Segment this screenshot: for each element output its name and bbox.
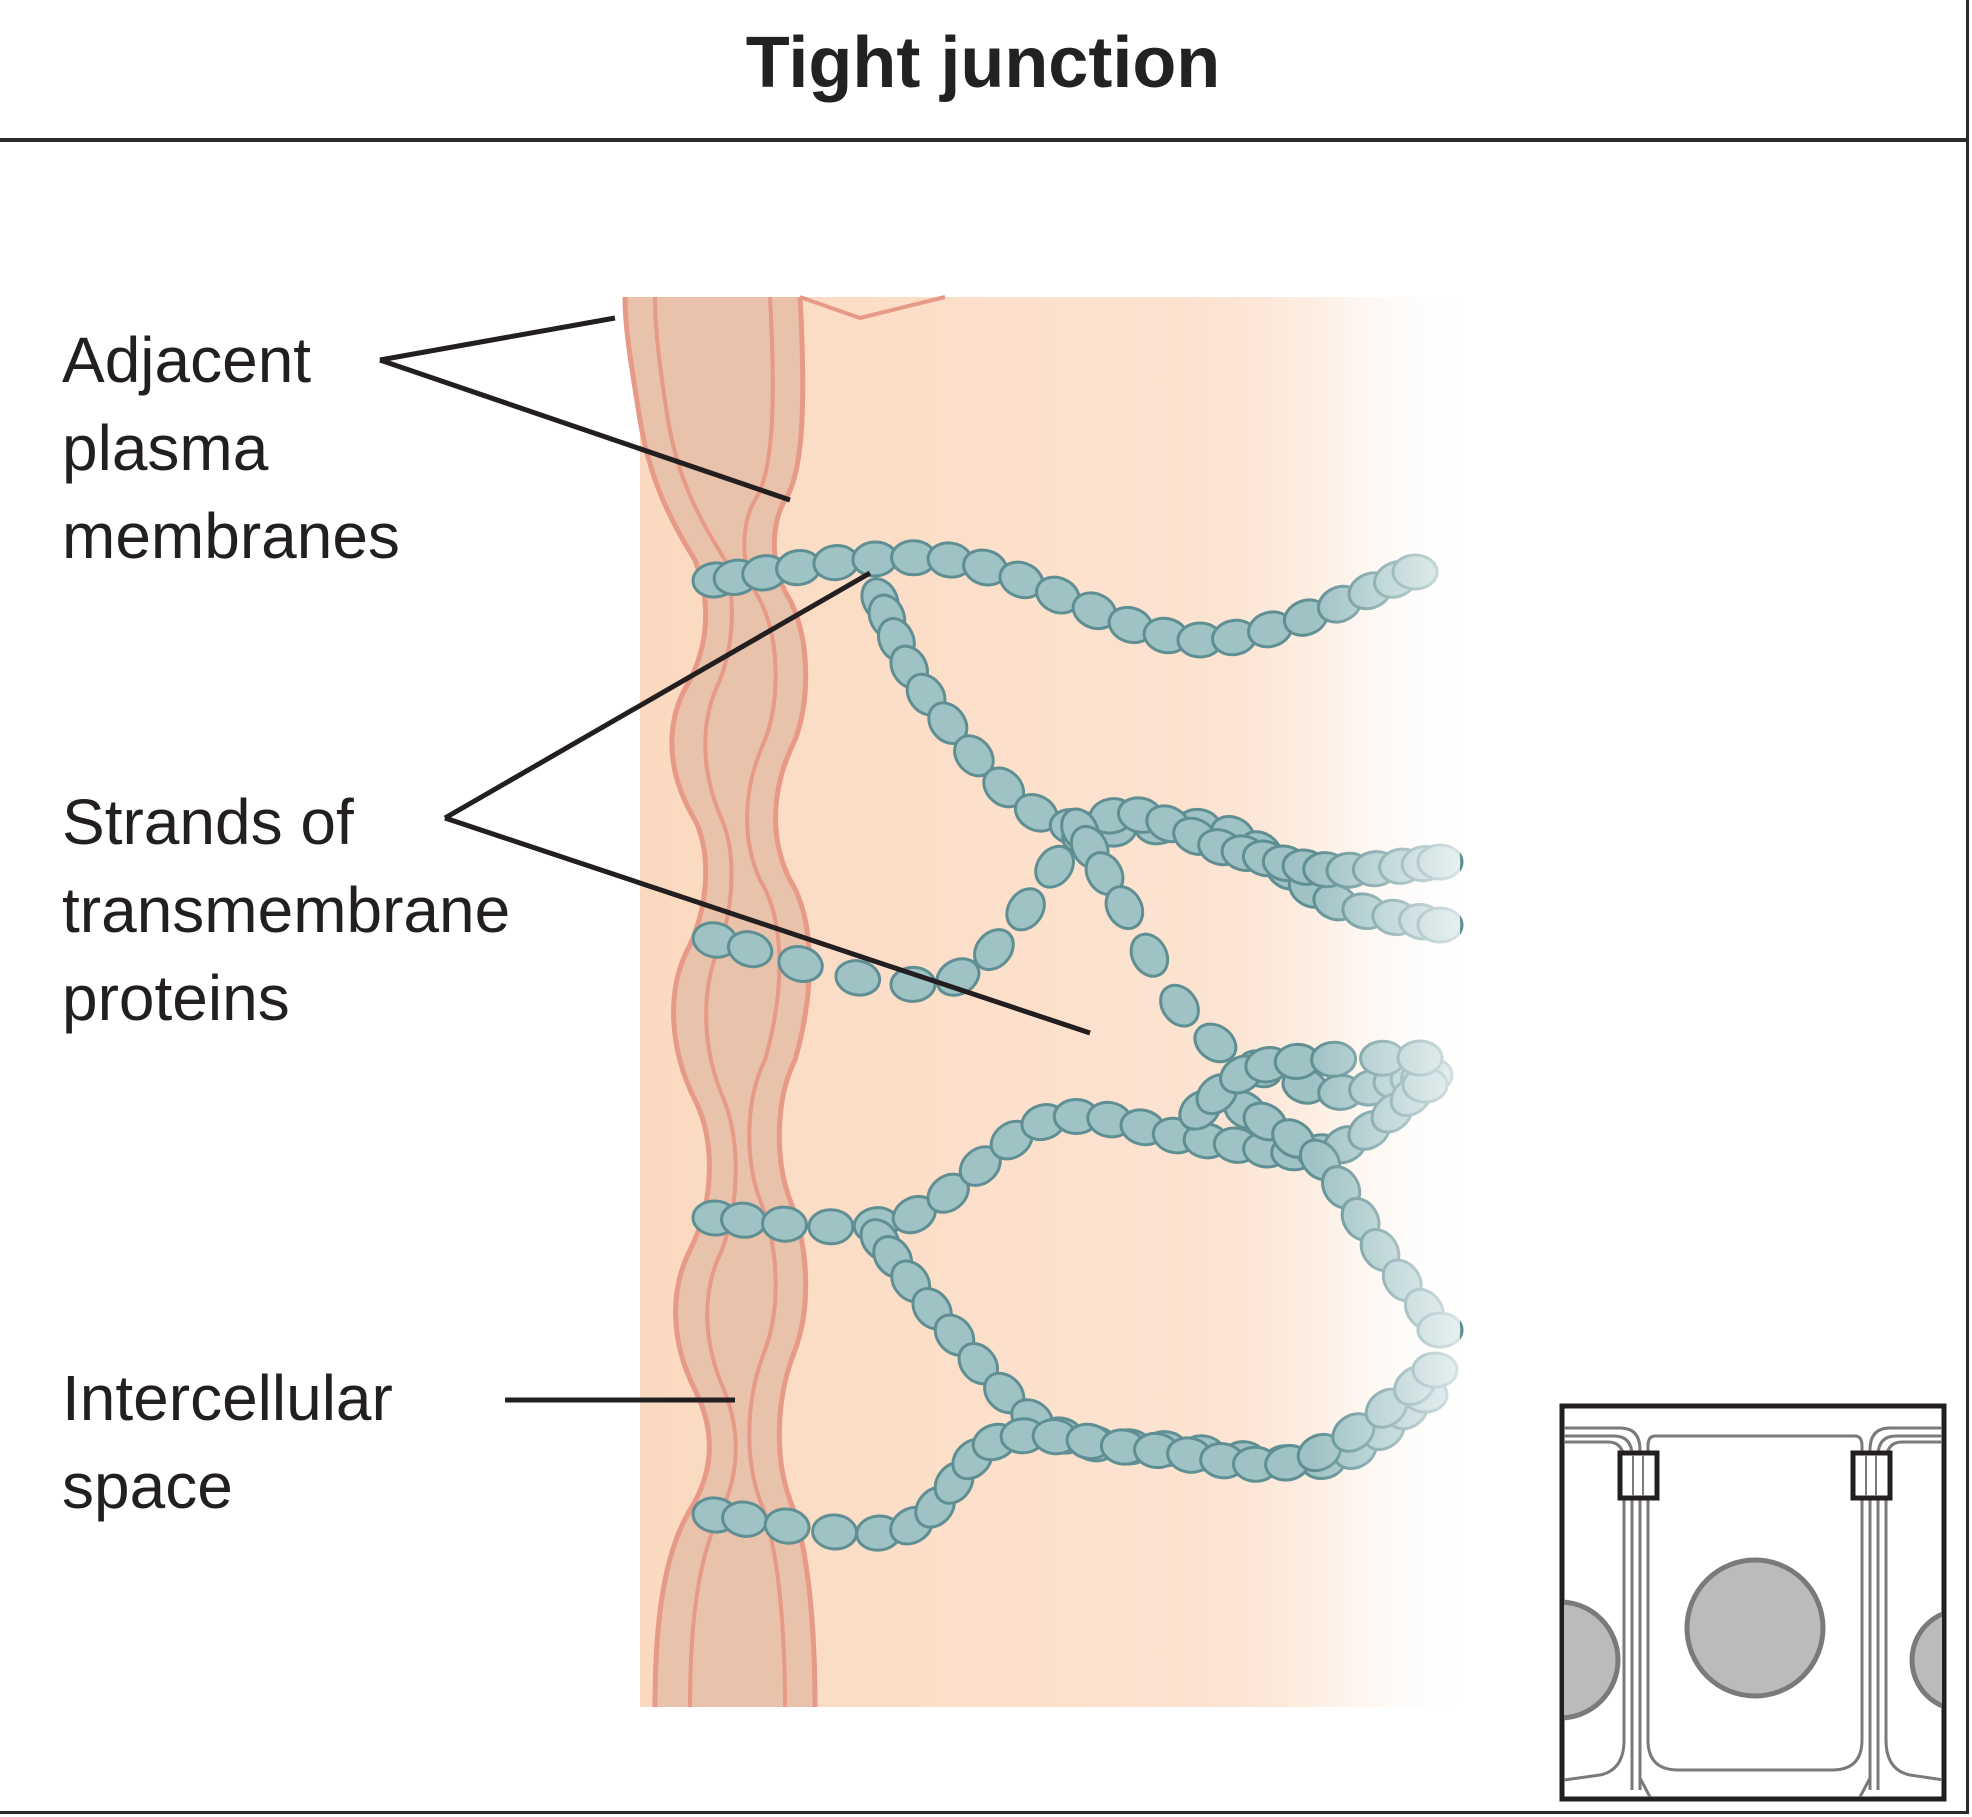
inset-nucleus-left: [1564, 1599, 1621, 1721]
inset-nucleus-right: [1909, 1611, 1942, 1709]
figure-title: Tight junction: [745, 23, 1221, 103]
label-adjacent-plasma-membranes: Adjacent plasma membranes: [62, 324, 400, 572]
leader-membranes-lower: [379, 357, 791, 503]
label-strands-of-transmembrane-proteins: Strands of transmembrane proteins: [62, 786, 511, 1034]
leader-lines: [379, 315, 1091, 1403]
leader-strands-lower: [444, 815, 1091, 1036]
label-intercellular-space: Intercellular space: [62, 1362, 393, 1522]
title-bar: Tight junction: [0, 0, 1966, 142]
inset-marker-right: [1850, 1450, 1893, 1501]
inset-marker-left: [1617, 1450, 1660, 1501]
strand-fade-overlay: [640, 297, 1460, 1707]
leader-membranes-upper: [379, 315, 616, 363]
inset-nucleus-center: [1684, 1557, 1826, 1699]
epithelial-cells-locator-icon: [1559, 1403, 1947, 1802]
leader-strands-upper: [443, 570, 872, 821]
